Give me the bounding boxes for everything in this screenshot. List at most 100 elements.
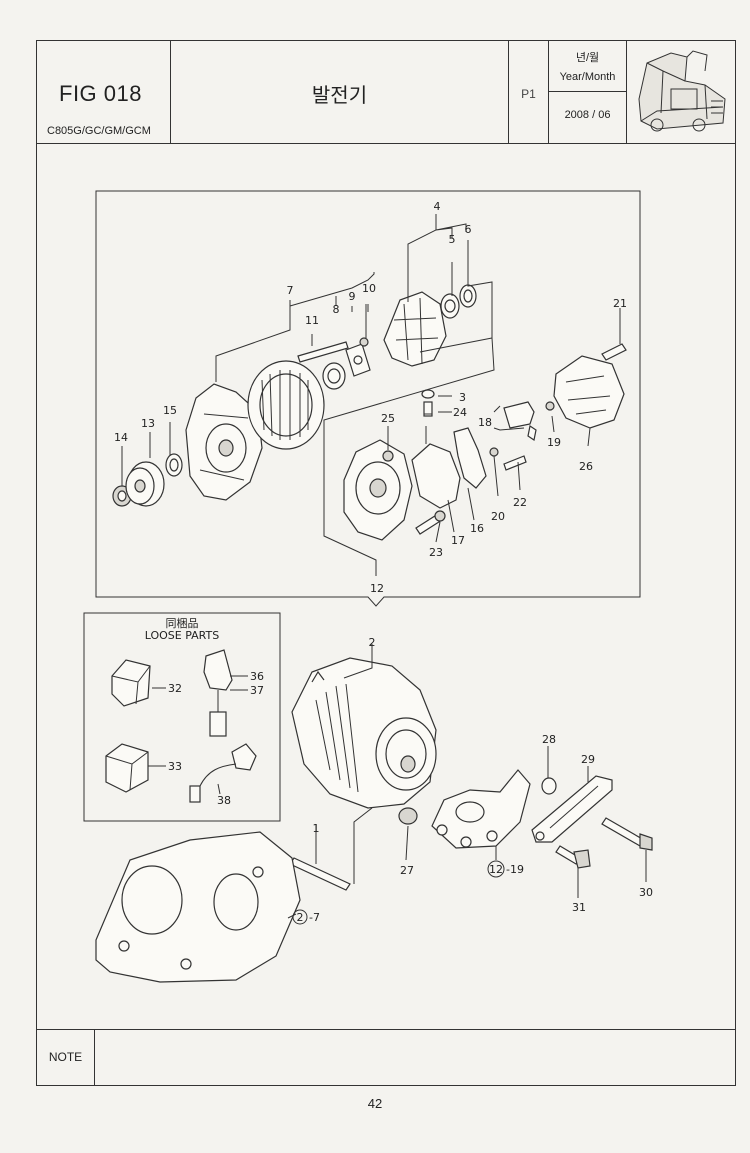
page-frame: FIG 018 C805G/GC/GM/GCM 발전기 P1 년/월 Year/… — [36, 40, 736, 1086]
callout-32: 32 — [168, 682, 182, 695]
bolt-23 — [415, 510, 446, 535]
callout-27: 27 — [400, 864, 414, 877]
callout-6: 6 — [465, 223, 472, 236]
callout-13: 13 — [141, 417, 155, 430]
callout-38: 38 — [217, 794, 231, 807]
callout-1: 1 — [313, 822, 320, 835]
callout-30: 30 — [639, 886, 653, 899]
bearing-cover-6 — [459, 284, 477, 308]
callout-9: 9 — [349, 290, 356, 303]
callout-numbers: 4 5 6 7 8 9 10 11 21 3 24 25 18 19 26 14… — [114, 200, 653, 925]
callout-36: 36 — [250, 670, 264, 683]
rectifier-17 — [411, 426, 461, 509]
cap-3 — [421, 389, 435, 399]
page-code: P1 — [521, 87, 536, 101]
callout-7: 7 — [287, 284, 294, 297]
regulator-16 — [453, 427, 487, 489]
callout-33: 33 — [168, 760, 182, 773]
note-row: NOTE — [37, 1029, 735, 1085]
callout-18: 18 — [478, 416, 492, 429]
loose-parts-label-jp: 同梱品 — [166, 616, 199, 630]
date-cell: 년/월 Year/Month 2008 / 06 — [549, 41, 627, 143]
callout-2-ref: -7 — [309, 911, 320, 924]
note-label-cell: NOTE — [37, 1030, 95, 1085]
callout-3: 3 — [459, 391, 466, 404]
callout-2: 2 — [369, 636, 376, 649]
note-label: NOTE — [48, 1050, 83, 1064]
date-divider — [549, 91, 626, 92]
callout-23: 23 — [429, 546, 443, 559]
insulator-24 — [423, 401, 433, 417]
callout-16: 16 — [470, 522, 484, 535]
callout-17: 17 — [451, 534, 465, 547]
callout-2-ring — [292, 909, 308, 925]
date-value: 2008 / 06 — [564, 109, 611, 121]
pulley — [125, 461, 165, 507]
retainer-plate-9 — [345, 343, 371, 377]
nut-25 — [382, 450, 394, 462]
loose-parts-label-en: LOOSE PARTS — [145, 629, 219, 642]
callout-28: 28 — [542, 733, 556, 746]
callout-8: 8 — [333, 303, 340, 316]
spacer — [165, 453, 183, 477]
callout-10: 10 — [362, 282, 376, 295]
screw-20 — [489, 447, 499, 457]
spacer-28 — [541, 777, 557, 795]
callout-25: 25 — [381, 412, 395, 425]
exploded-view-box — [95, 190, 641, 607]
bolt-30 — [601, 817, 653, 851]
leader-lines — [121, 214, 647, 919]
bolt-21 — [601, 343, 627, 361]
screw-10 — [359, 337, 369, 347]
year-month-english: Year/Month — [559, 71, 616, 83]
gear-case-2-7 — [95, 831, 301, 983]
page-title: 발전기 — [311, 85, 368, 107]
callout-14: 14 — [114, 431, 128, 444]
callout-19: 19 — [547, 436, 561, 449]
callout-12: 12 — [370, 582, 384, 595]
callout-37: 37 — [250, 684, 264, 697]
fig-code: FIG 018 — [59, 81, 142, 106]
stud-bolt-11 — [297, 341, 349, 363]
relay-32 — [111, 659, 151, 707]
callout-12-ring — [487, 860, 505, 878]
alternator-assembly — [291, 657, 437, 809]
callout-22: 22 — [513, 496, 527, 509]
callout-24: 24 — [453, 406, 467, 419]
stud-bolt-1 — [289, 857, 351, 891]
year-month-korean: 년/월 — [575, 52, 600, 64]
terminal-18 — [503, 401, 537, 441]
title-cell: 발전기 — [171, 41, 509, 143]
stator — [247, 360, 325, 450]
callout-2b: 2 — [297, 911, 304, 924]
callout-4: 4 — [434, 200, 441, 213]
sensor-36-37 — [203, 649, 233, 737]
nut-19 — [545, 401, 555, 411]
model-code: C805G/GC/GM/GCM — [47, 125, 151, 137]
combine-harvester-icon — [638, 50, 726, 132]
callout-20: 20 — [491, 510, 505, 523]
callout-11: 11 — [305, 314, 319, 327]
callout-15: 15 — [163, 404, 177, 417]
nut-27 — [398, 807, 418, 825]
rotor — [383, 291, 447, 367]
page-code-cell: P1 — [509, 41, 549, 143]
callout-12-ref: -19 — [506, 863, 524, 876]
adjusting-bar-29 — [531, 775, 613, 843]
callout-29: 29 — [581, 753, 595, 766]
callout-31: 31 — [572, 901, 586, 914]
bolt-31 — [555, 845, 591, 869]
relay-33 — [105, 743, 149, 793]
callout-21: 21 — [613, 297, 627, 310]
callout-5: 5 — [449, 233, 456, 246]
bearing-5 — [440, 293, 460, 319]
front-bracket — [185, 383, 263, 501]
rear-cover-26 — [553, 355, 625, 429]
loose-parts-box — [83, 612, 281, 822]
callout-12b: 12 — [489, 863, 503, 876]
bearing-8 — [322, 362, 346, 390]
fig-cell: FIG 018 C805G/GC/GM/GCM — [37, 41, 171, 143]
callout-26: 26 — [579, 460, 593, 473]
footer-page-number: 42 — [367, 1096, 383, 1111]
